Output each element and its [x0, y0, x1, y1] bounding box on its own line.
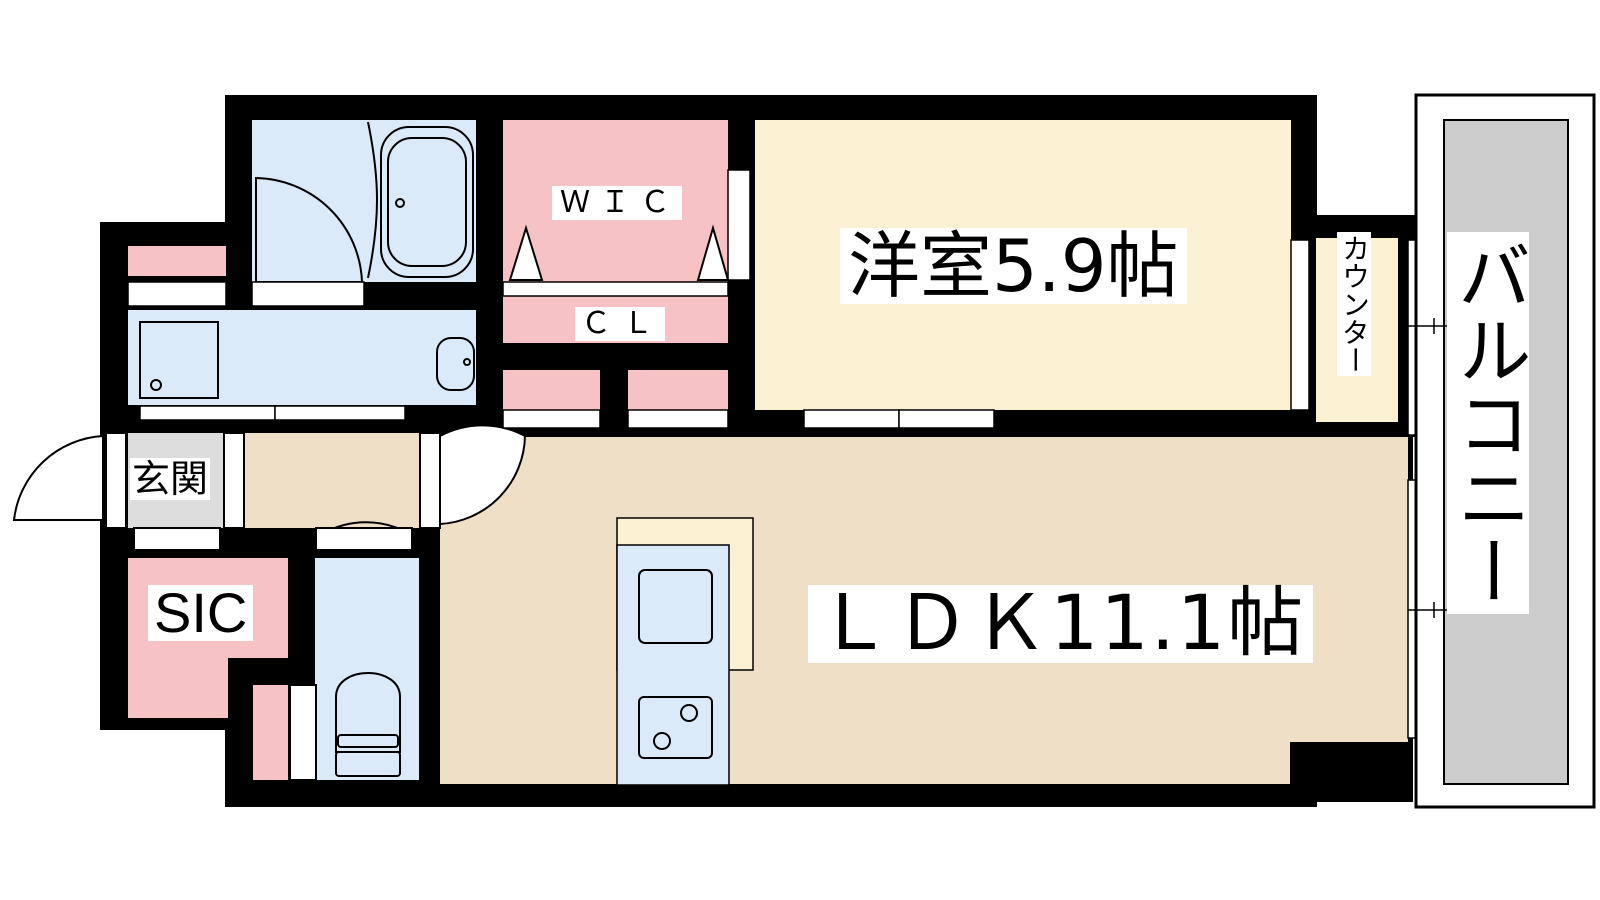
washer-icon — [139, 321, 219, 399]
toilet-storage — [253, 685, 288, 780]
storage-mid-2 — [628, 370, 728, 410]
washbasin-icon — [436, 337, 475, 391]
entrance-label: 玄関 — [130, 457, 211, 501]
bathroom-floor — [252, 120, 476, 282]
hall-floor — [224, 433, 430, 528]
stove-icon — [638, 696, 713, 759]
ldk-door-icon — [439, 424, 527, 526]
wic-label: ＷＩＣ — [552, 186, 682, 220]
storage-top-left — [128, 246, 226, 276]
kitchen — [616, 517, 754, 786]
sink-icon — [638, 569, 713, 644]
bath-fixtures — [139, 121, 475, 399]
toilet-floor — [315, 558, 419, 780]
window-marks — [1408, 318, 1450, 618]
bath-door-icon — [255, 176, 364, 283]
bathtub-icon — [380, 126, 474, 278]
western-room-label: 洋室5.9帖 — [840, 228, 1187, 304]
ldk-column — [1290, 742, 1408, 784]
wic-hangers — [508, 224, 730, 281]
counter-label: カウンター — [1337, 232, 1371, 376]
cl-label: ＣＬ — [575, 307, 665, 341]
doors — [12, 424, 527, 781]
balcony-label: バルコニー — [1445, 232, 1531, 614]
ldk-label: ＬＤＫ11.1帖 — [808, 585, 1314, 663]
washroom-floor — [128, 310, 476, 405]
room-floors — [128, 120, 1408, 784]
entry-door-icon — [12, 434, 104, 521]
sic-label: SIC — [148, 585, 254, 641]
storage-mid-1 — [503, 370, 600, 410]
